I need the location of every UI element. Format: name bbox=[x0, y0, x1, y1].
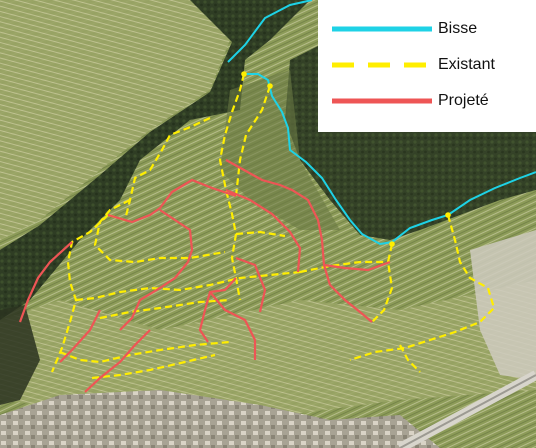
existant-paths bbox=[50, 73, 496, 380]
legend: Bisse Existant Projeté bbox=[318, 0, 536, 132]
legend-swatch-projete bbox=[332, 98, 432, 104]
legend-label-bisse: Bisse bbox=[438, 20, 478, 37]
bisse-canal bbox=[227, 0, 536, 246]
legend-swatch-existant bbox=[332, 62, 432, 68]
legend-label-projete: Projeté bbox=[438, 92, 489, 109]
legend-swatch-bisse bbox=[332, 26, 432, 32]
legend-label-existant: Existant bbox=[438, 56, 495, 73]
projete-paths bbox=[18, 159, 391, 393]
legend-item-projete: Projeté bbox=[318, 86, 536, 116]
bisse-markers bbox=[241, 71, 451, 247]
legend-item-bisse: Bisse bbox=[318, 14, 536, 44]
legend-item-existant: Existant bbox=[318, 50, 536, 80]
